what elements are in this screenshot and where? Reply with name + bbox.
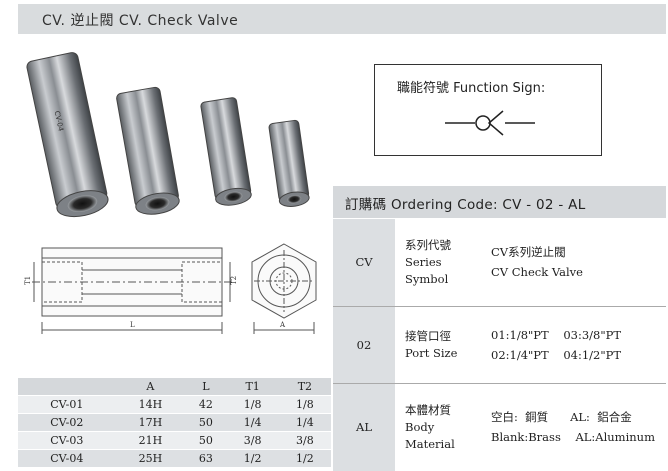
- model-cell: CV-03: [18, 431, 116, 450]
- check-valve-symbol-icon: [445, 110, 535, 136]
- ordering-title: 訂購碼 Ordering Code: CV - 02 - AL: [345, 197, 586, 213]
- ordering-desc-cell: 空白: 銅質 AL: 鋁合金 Blank:Brass AL:Aluminum: [485, 383, 666, 471]
- ordering-code-cell: AL: [333, 383, 395, 471]
- l-cell: 50: [185, 413, 227, 432]
- model-cell: CV-02: [18, 413, 116, 432]
- table-row: CV-02 17H 50 1/4 1/4: [18, 413, 331, 432]
- ordering-row-series: CV 系列代號 Series Symbol CV系列逆止閥 CV Check V…: [333, 219, 666, 306]
- name-cn: 接管口徑: [405, 328, 451, 343]
- ordering-name-cell: 接管口徑 Port Size: [395, 306, 485, 383]
- header-a: A: [115, 378, 186, 396]
- product-photo: CV-04: [26, 52, 310, 218]
- dimension-header-row: A L T1 T2: [18, 378, 331, 396]
- ordering-name-cell: 本體材質 Body Material: [395, 383, 485, 471]
- page-title: CV. 逆止閥 CV. Check Valve: [42, 13, 239, 29]
- name-en-2: Symbol: [405, 271, 449, 286]
- ordering-name-cell: 系列代號 Series Symbol: [395, 219, 485, 306]
- header-t1: T1: [226, 378, 279, 396]
- dim-a-label: A: [279, 321, 286, 329]
- name-en-1: Body: [405, 419, 435, 434]
- table-row: CV-03 21H 50 3/8 3/8: [18, 431, 331, 450]
- table-row: CV-04 25H 63 1/2 1/2: [18, 449, 331, 468]
- ordering-row-port-size: 02 接管口徑 Port Size 01:1/8"PT 03:3/8"PT 02…: [333, 306, 666, 383]
- name-en-2: Material: [405, 436, 455, 451]
- ordering-row-material: AL 本體材質 Body Material 空白: 銅質 AL: 鋁合金 Bla…: [333, 383, 666, 471]
- a-cell: 25H: [115, 449, 186, 468]
- l-cell: 50: [185, 431, 227, 450]
- ordering-code-cell: CV: [333, 219, 395, 306]
- t1-cell: 3/8: [226, 431, 279, 450]
- table-row: CV-01 14H 42 1/8 1/8: [18, 395, 331, 414]
- desc-line-1: CV系列逆止閥: [491, 245, 566, 260]
- valve-small: [200, 97, 252, 206]
- dim-l-label: L: [130, 321, 135, 329]
- t2-cell: 1/8: [278, 395, 331, 414]
- name-cn: 系列代號: [405, 237, 451, 252]
- name-en-1: Port Size: [405, 345, 458, 360]
- desc-line-2: CV Check Valve: [491, 265, 583, 280]
- model-cell: CV-01: [18, 395, 116, 414]
- t1-cell: 1/4: [226, 413, 279, 432]
- l-cell: 42: [185, 395, 227, 414]
- t1-cell: 1/2: [226, 449, 279, 468]
- dimension-table: A L T1 T2 CV-01 14H 42 1/8 1/8 CV-02 17H…: [18, 378, 331, 468]
- dimension-drawing: T1 T2 L A: [24, 243, 317, 334]
- header-bar: CV. 逆止閥 CV. Check Valve: [18, 4, 666, 34]
- a-cell: 14H: [115, 395, 186, 414]
- t2-cell: 3/8: [278, 431, 331, 450]
- header-l: L: [185, 378, 227, 396]
- function-sign-label: 職能符號 Function Sign:: [397, 81, 546, 96]
- ordering-desc-cell: 01:1/8"PT 03:3/8"PT 02:1/4"PT 04:1/2"PT: [485, 306, 666, 383]
- desc-line-1: 01:1/8"PT 03:3/8"PT: [491, 327, 622, 342]
- valve-mini: [268, 119, 310, 207]
- l-cell: 63: [185, 449, 227, 468]
- ordering-table: CV 系列代號 Series Symbol CV系列逆止閥 CV Check V…: [333, 219, 666, 471]
- ordering-code-cell: 02: [333, 306, 395, 383]
- header-t2: T2: [278, 378, 331, 396]
- name-en-1: Series: [405, 254, 442, 269]
- valve-large: CV-04: [26, 52, 109, 218]
- dim-t2-label: T2: [230, 276, 238, 285]
- t1-cell: 1/8: [226, 395, 279, 414]
- header-model: [18, 378, 116, 396]
- a-cell: 21H: [115, 431, 186, 450]
- name-cn: 本體材質: [405, 402, 451, 417]
- function-sign-box: 職能符號 Function Sign:: [374, 64, 602, 156]
- desc-line-2: Blank:Brass AL:Aluminum: [491, 430, 655, 445]
- ordering-desc-cell: CV系列逆止閥 CV Check Valve: [485, 219, 666, 306]
- desc-line-1: 空白: 銅質 AL: 鋁合金: [491, 410, 632, 425]
- dim-t1-label: T1: [24, 276, 32, 285]
- t2-cell: 1/4: [278, 413, 331, 432]
- t2-cell: 1/2: [278, 449, 331, 468]
- ordering-title-bar: 訂購碼 Ordering Code: CV - 02 - AL: [333, 186, 666, 218]
- model-cell: CV-04: [18, 449, 116, 468]
- valve-medium: [116, 86, 180, 215]
- desc-line-2: 02:1/4"PT 04:1/2"PT: [491, 347, 622, 362]
- a-cell: 17H: [115, 413, 186, 432]
